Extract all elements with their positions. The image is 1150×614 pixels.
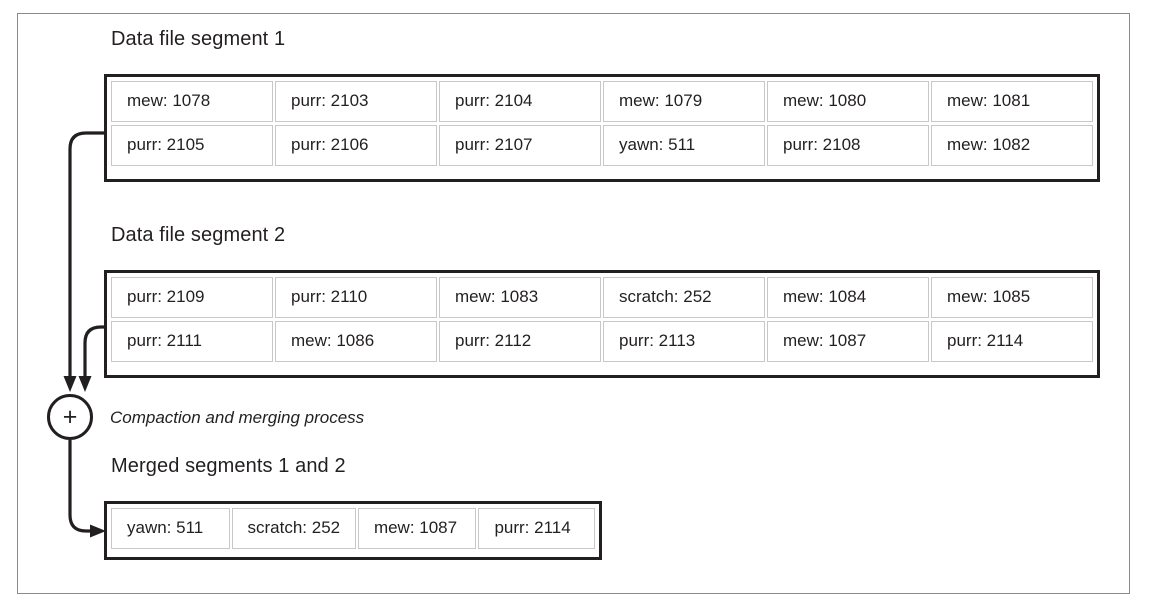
data-cell: purr: 2105 xyxy=(111,125,273,166)
data-cell: purr: 2114 xyxy=(931,321,1093,362)
data-cell: mew: 1087 xyxy=(357,508,477,549)
merge-caption-label: Compaction and merging process xyxy=(110,408,365,427)
plus-icon: + xyxy=(62,402,78,431)
segment-1-row-1: mew: 1078 purr: 2103 purr: 2104 mew: 107… xyxy=(111,81,1093,122)
merge-plus-node: + xyxy=(47,394,93,440)
segment-2-box: purr: 2109 purr: 2110 mew: 1083 scratch:… xyxy=(104,270,1100,378)
segment-2-heading: Data file segment 2 xyxy=(111,224,286,246)
data-cell: scratch: 252 xyxy=(231,508,356,549)
merged-heading: Merged segments 1 and 2 xyxy=(111,455,346,477)
data-cell: mew: 1083 xyxy=(439,277,601,318)
data-cell: mew: 1082 xyxy=(931,125,1093,166)
merged-box: yawn: 511 scratch: 252 mew: 1087 purr: 2… xyxy=(104,501,602,560)
data-cell: mew: 1084 xyxy=(767,277,929,318)
data-cell: purr: 2111 xyxy=(111,321,273,362)
data-cell: purr: 2112 xyxy=(439,321,601,362)
data-cell: purr: 2106 xyxy=(275,125,437,166)
data-cell: mew: 1085 xyxy=(931,277,1093,318)
segment-1-heading: Data file segment 1 xyxy=(111,28,286,50)
data-cell: mew: 1081 xyxy=(931,81,1093,122)
segment-2-row-2: purr: 2111 mew: 1086 purr: 2112 purr: 21… xyxy=(111,321,1093,362)
data-cell: purr: 2114 xyxy=(478,508,595,549)
data-cell: mew: 1087 xyxy=(767,321,929,362)
segment-1-box: mew: 1078 purr: 2103 purr: 2104 mew: 107… xyxy=(104,74,1100,182)
figure-outer-frame xyxy=(17,13,1130,594)
merged-row-1: yawn: 511 scratch: 252 mew: 1087 purr: 2… xyxy=(111,508,595,549)
data-cell: purr: 2109 xyxy=(111,277,273,318)
data-cell: mew: 1080 xyxy=(767,81,929,122)
data-cell: yawn: 511 xyxy=(603,125,765,166)
segment-2-row-1: purr: 2109 purr: 2110 mew: 1083 scratch:… xyxy=(111,277,1093,318)
data-cell: purr: 2108 xyxy=(767,125,929,166)
data-cell: purr: 2113 xyxy=(603,321,765,362)
data-cell: mew: 1086 xyxy=(275,321,437,362)
data-cell: mew: 1079 xyxy=(603,81,765,122)
data-cell: scratch: 252 xyxy=(603,277,765,318)
segment-1-row-2: purr: 2105 purr: 2106 purr: 2107 yawn: 5… xyxy=(111,125,1093,166)
data-cell: yawn: 511 xyxy=(111,508,230,549)
data-cell: purr: 2104 xyxy=(439,81,601,122)
data-cell: purr: 2107 xyxy=(439,125,601,166)
data-cell: mew: 1078 xyxy=(111,81,273,122)
data-cell: purr: 2103 xyxy=(275,81,437,122)
data-cell: purr: 2110 xyxy=(275,277,437,318)
